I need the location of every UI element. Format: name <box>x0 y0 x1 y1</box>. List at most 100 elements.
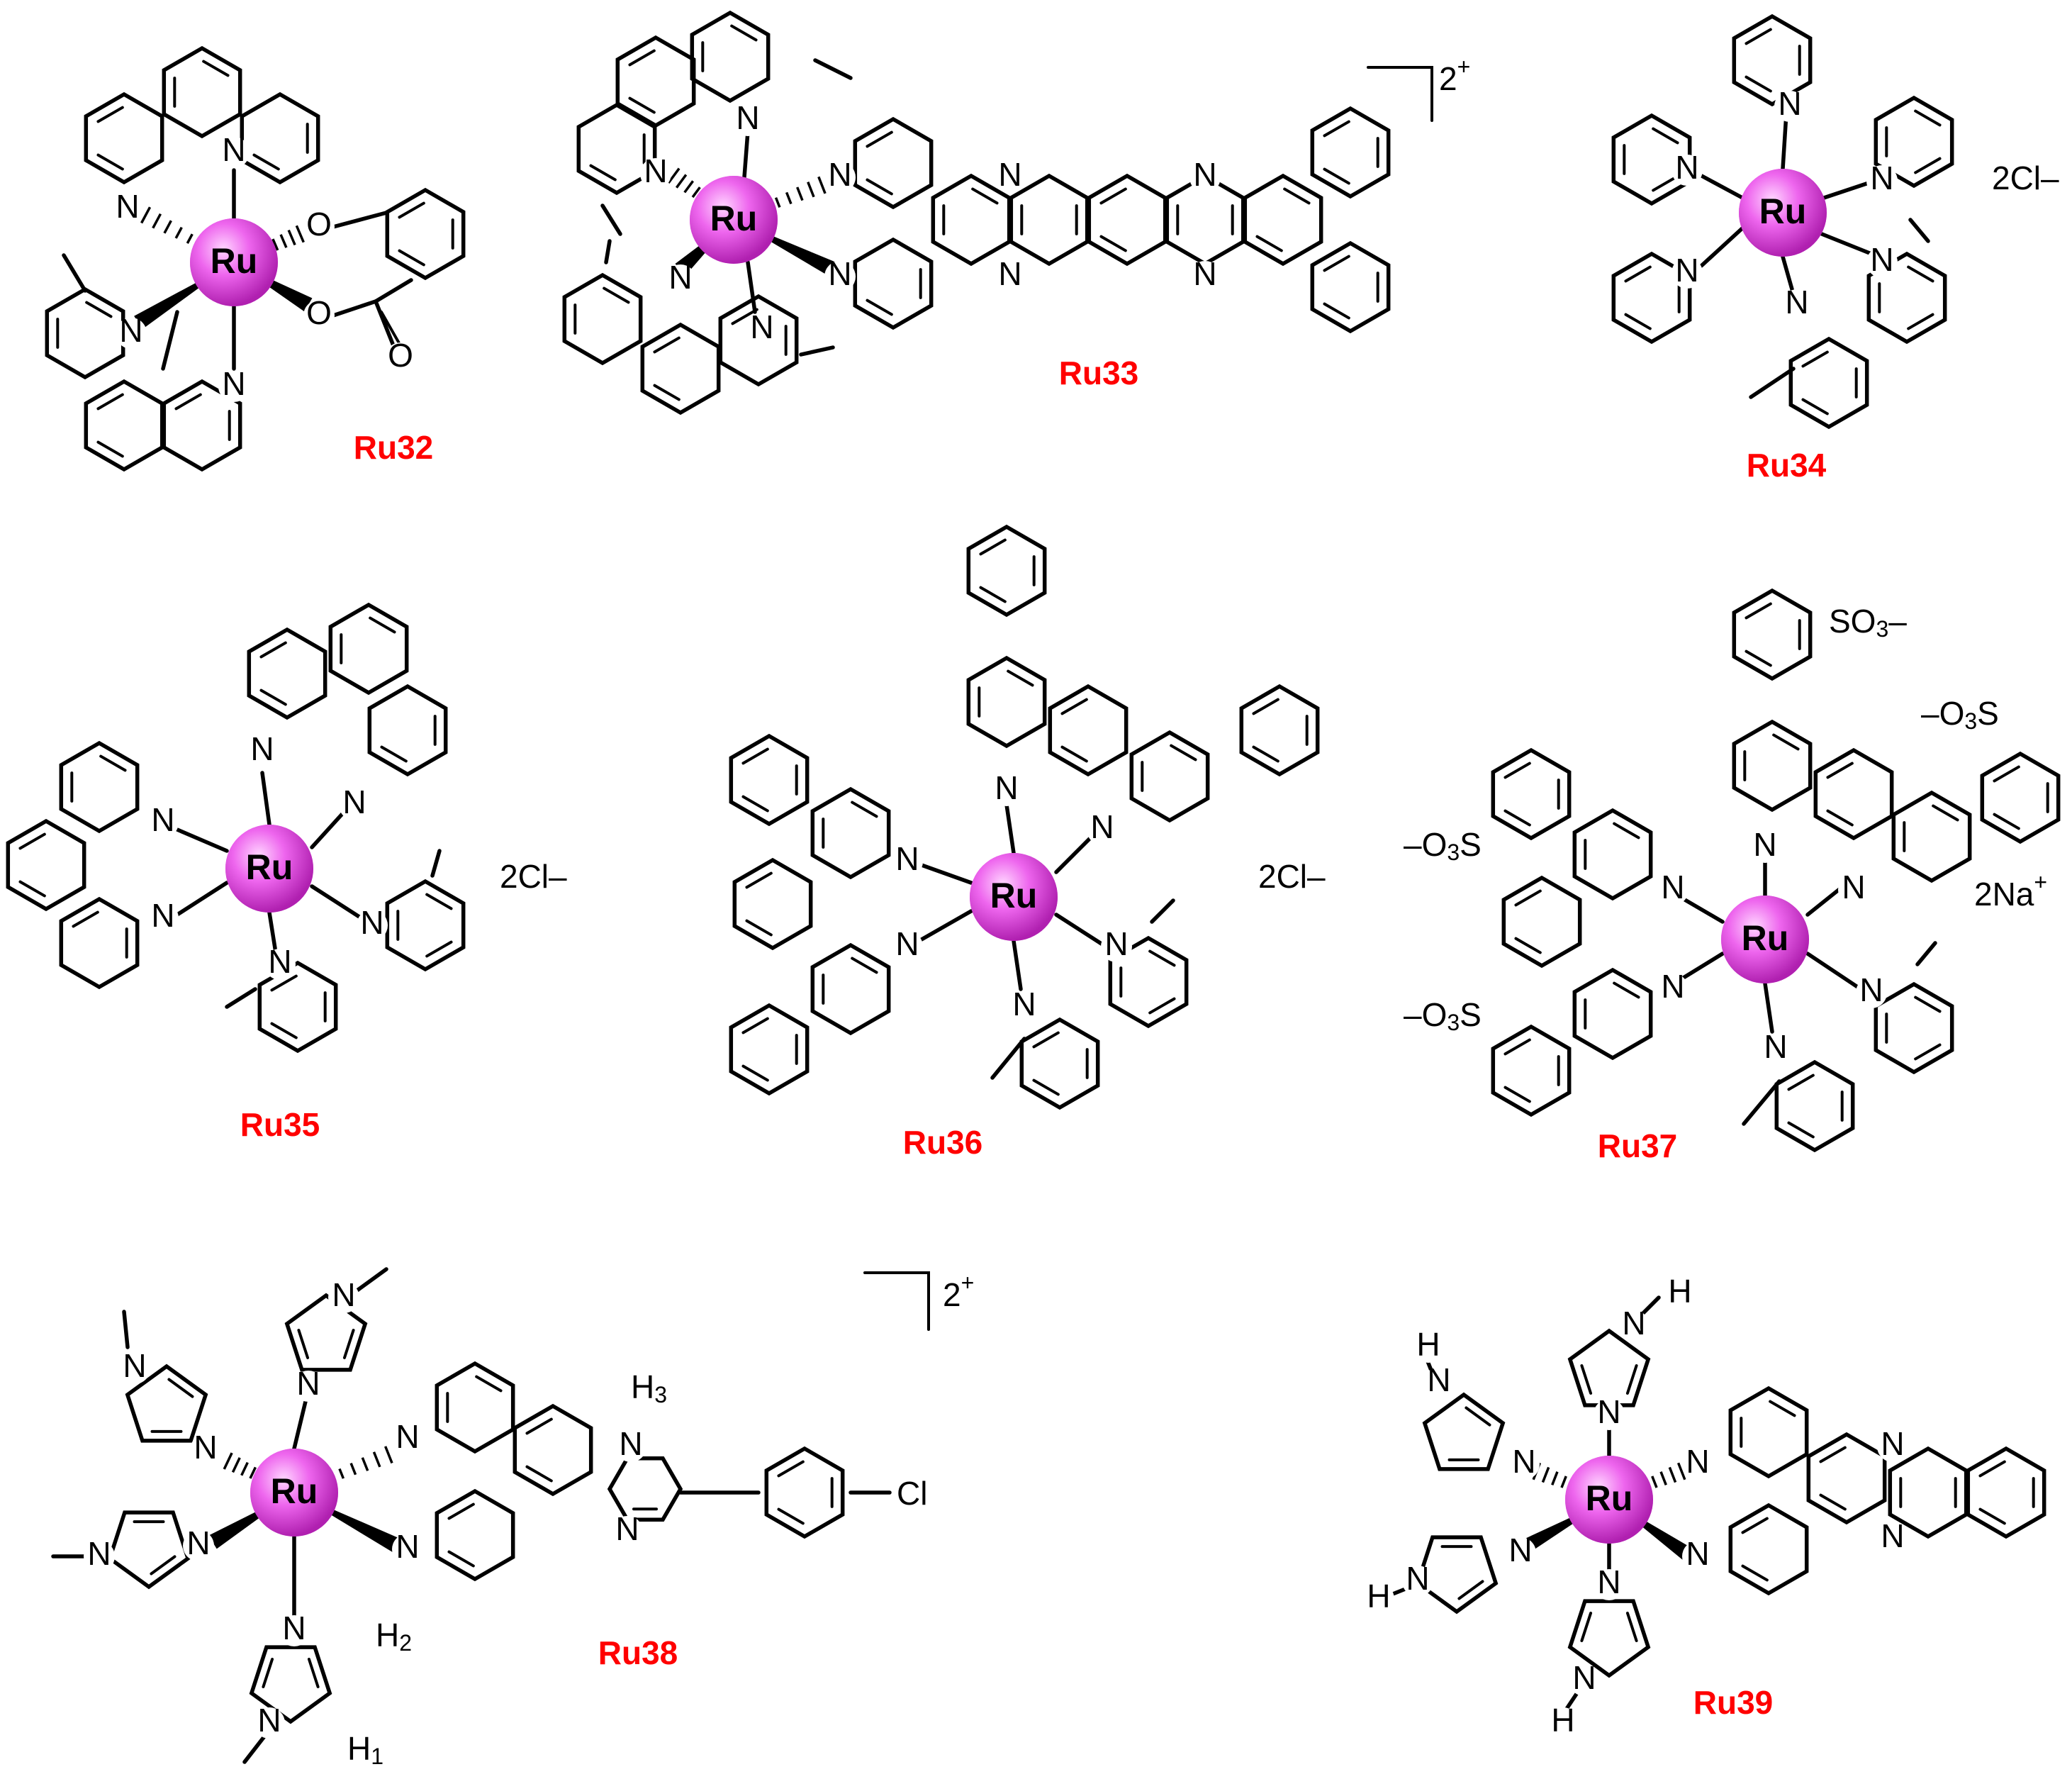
ring <box>1108 935 1189 1029</box>
atom-mask <box>1594 1399 1625 1430</box>
ring <box>1310 240 1391 334</box>
double-bond <box>1914 1043 1942 1061</box>
h1-label: H1 <box>347 1730 383 1769</box>
double-bond <box>866 299 893 316</box>
atom-mask <box>995 162 1026 193</box>
double-bond <box>1914 109 1942 127</box>
double-bond <box>1826 809 1854 827</box>
double-bond <box>1503 1038 1531 1056</box>
ring <box>1732 13 1813 107</box>
double-bond <box>979 538 1007 556</box>
nitrogen-atom: N <box>1675 149 1698 186</box>
ring <box>810 786 891 880</box>
double-bond <box>1255 235 1283 252</box>
ring <box>435 1488 515 1582</box>
bond <box>1781 111 1788 171</box>
sulfonate-top: SO3– <box>1829 603 1907 642</box>
hashed-bond <box>295 225 305 243</box>
nitrogen-atom: N <box>296 1365 320 1402</box>
bond <box>430 849 442 878</box>
double-bond <box>18 880 46 898</box>
double-bond <box>96 106 124 123</box>
ring <box>562 272 643 366</box>
nitrogen-atom: N <box>1686 1535 1709 1572</box>
double-bond <box>1932 804 1959 822</box>
double-bond <box>1099 235 1127 252</box>
nitrogen-atom: N <box>151 897 174 934</box>
double-bond <box>628 96 656 114</box>
ring <box>1239 684 1320 777</box>
double-bond <box>202 60 230 77</box>
bond <box>1004 803 1016 855</box>
ring <box>367 684 448 777</box>
double-bond <box>1252 698 1279 715</box>
atom-mask <box>1749 832 1781 863</box>
atom-mask <box>1671 257 1703 289</box>
ring <box>1501 875 1582 969</box>
hashed-bond <box>807 182 815 198</box>
bond <box>1908 218 1930 243</box>
nitrogen-atom: N <box>222 365 245 402</box>
bond <box>1805 884 1845 917</box>
nitrogen-atom: N <box>1193 255 1216 292</box>
sulfonate-left-bottom: –O3S <box>1404 996 1482 1035</box>
double-bond <box>1503 809 1531 827</box>
atom-mask <box>218 137 250 168</box>
ru-sphere <box>690 176 778 264</box>
hashed-bond <box>774 197 781 208</box>
atom-mask <box>732 105 763 136</box>
nitrogen-atom: N <box>619 1425 642 1462</box>
double-bond <box>731 308 758 325</box>
ring <box>1048 684 1129 777</box>
double-bond <box>1741 1564 1769 1582</box>
atom-mask <box>1856 977 1887 1008</box>
double-bond <box>174 393 202 411</box>
double-bond <box>85 301 113 318</box>
double-bond <box>1624 313 1652 330</box>
atom-mask <box>1774 91 1805 122</box>
ring <box>810 942 891 1036</box>
hydrogen-atom: H <box>1367 1578 1390 1615</box>
hashed-bond <box>223 1452 233 1470</box>
atom-mask <box>1838 874 1869 905</box>
compound-label-ru37: Ru37 <box>1598 1127 1677 1164</box>
hashed-bond <box>1541 1466 1550 1483</box>
ring <box>1728 1502 1809 1596</box>
double-bond <box>1323 255 1350 272</box>
ring <box>1019 1017 1100 1110</box>
atom-mask <box>1682 1541 1713 1572</box>
ring <box>1788 336 1869 430</box>
double-bond <box>262 1658 274 1688</box>
ru-sphere <box>1739 169 1827 257</box>
atom-mask <box>1547 1707 1579 1739</box>
atom-mask <box>1101 931 1132 962</box>
compound-label-ru38: Ru38 <box>598 1634 678 1671</box>
nitrogen-atom: N <box>1842 869 1865 905</box>
hashed-bond <box>174 226 183 239</box>
hashed-bond <box>152 213 162 229</box>
nitrogen-atom: N <box>1881 1425 1904 1462</box>
ring <box>732 857 813 951</box>
double-bond <box>1787 1121 1815 1139</box>
nitrogen-atom: N <box>1870 160 1893 196</box>
atom-mask <box>1189 261 1221 292</box>
double-bond <box>1503 762 1531 779</box>
nitrogen-atom: N <box>1881 1517 1904 1554</box>
double-bond <box>525 1417 553 1435</box>
ring <box>385 879 466 972</box>
double-bond <box>1907 313 1934 330</box>
atom-mask <box>264 949 296 980</box>
imidazole-ring <box>1567 1599 1651 1678</box>
ring <box>1491 747 1572 841</box>
ru-atom: Ru <box>1759 191 1807 231</box>
ru-sphere <box>1721 896 1809 983</box>
ring <box>1728 1385 1809 1479</box>
bond <box>746 260 757 314</box>
compound-label-ru34: Ru34 <box>1747 447 1827 484</box>
double-bond <box>1624 265 1652 283</box>
double-bond <box>1993 765 2020 783</box>
